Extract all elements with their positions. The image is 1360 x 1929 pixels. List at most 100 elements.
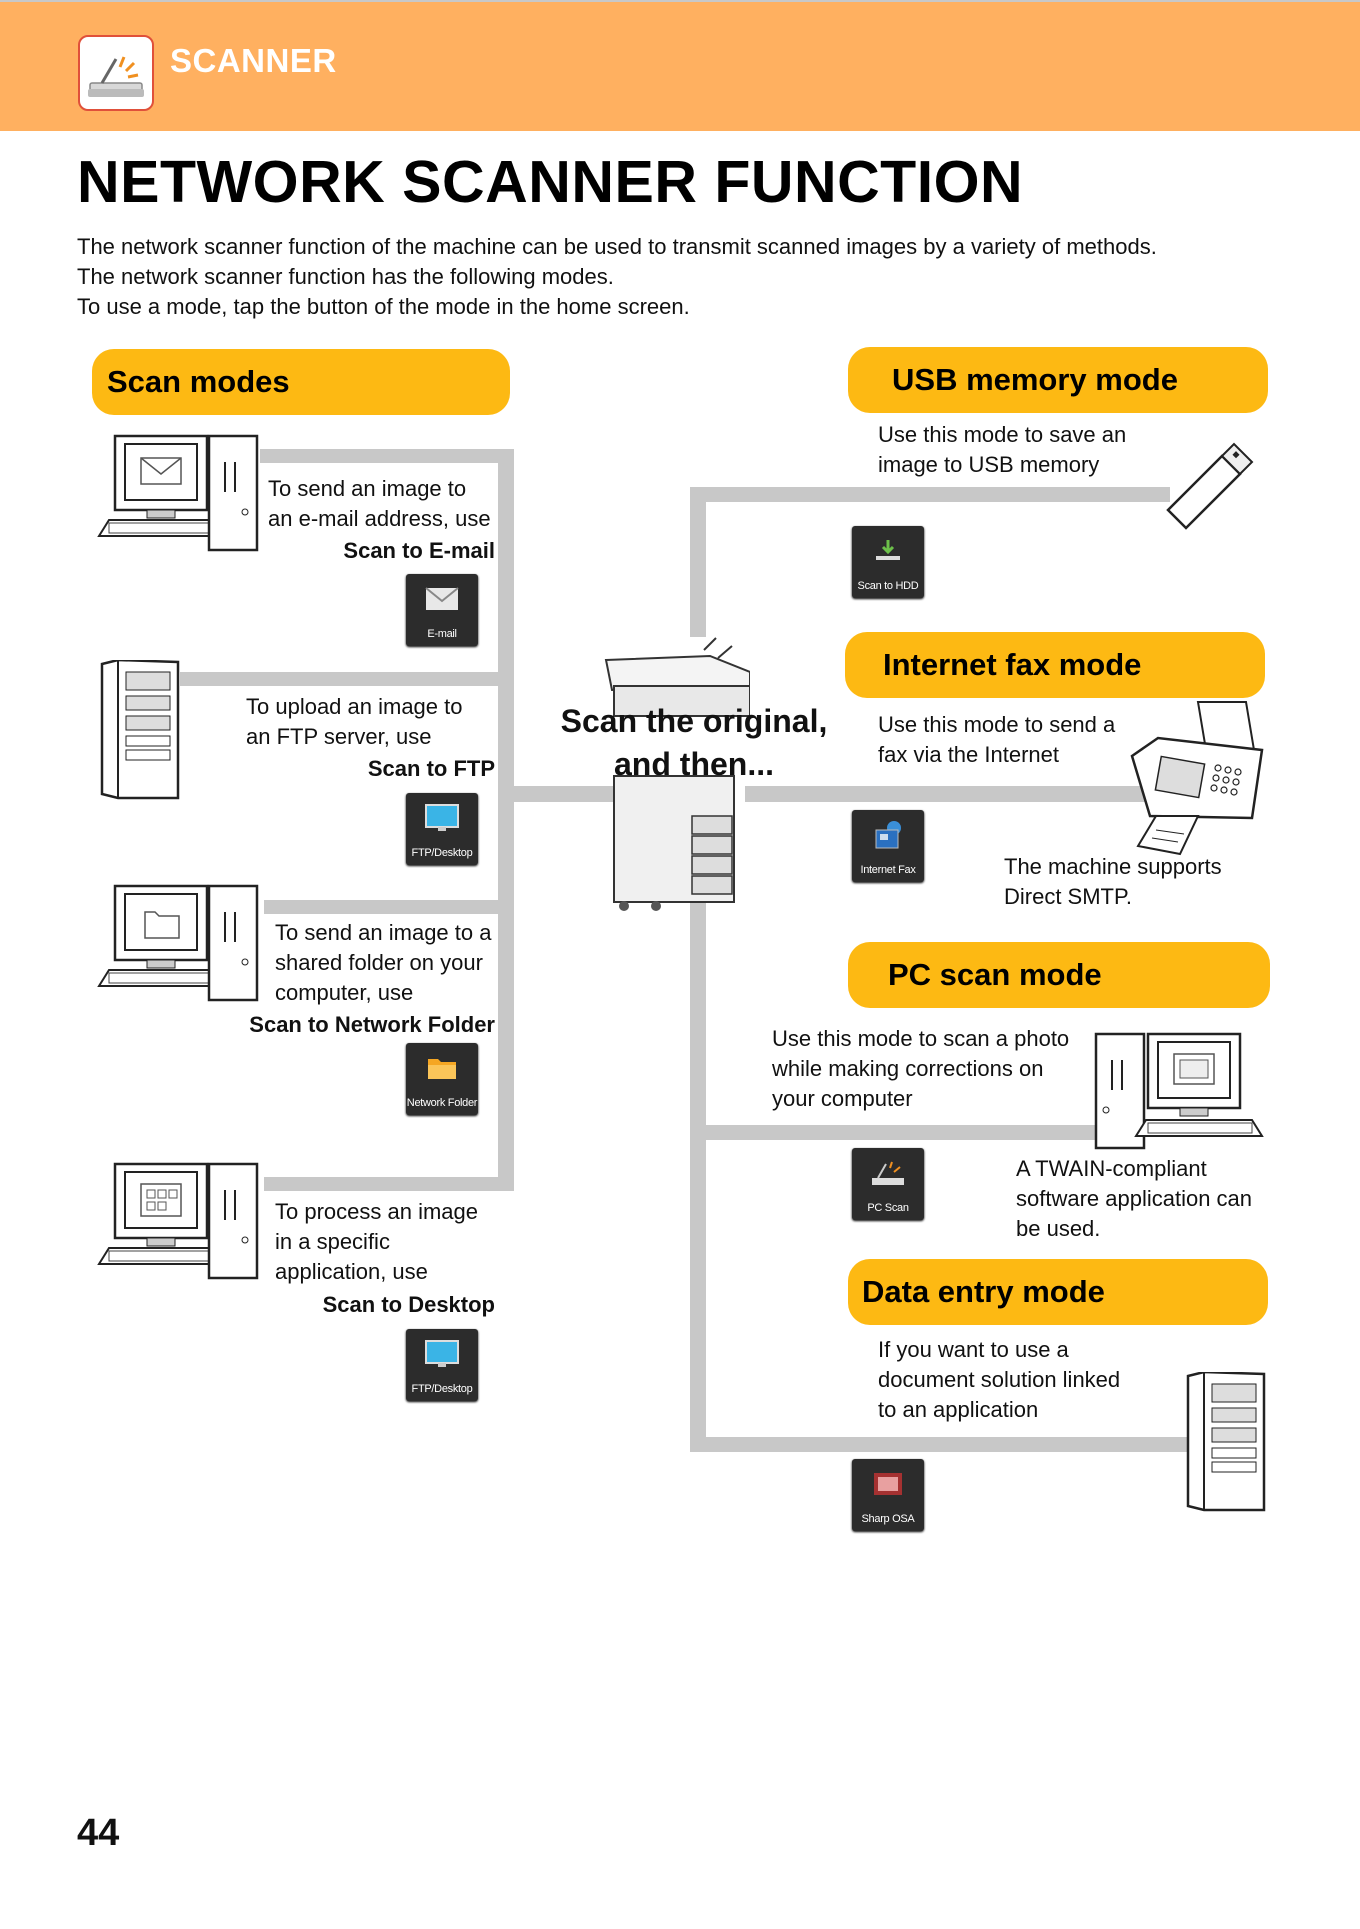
usb-memory-mode-description: Use this mode to save an image to USB me…: [878, 420, 1126, 480]
connector-line: [690, 1437, 1190, 1452]
connector-line: [264, 900, 514, 914]
scan-to-desktop-name: Scan to Desktop: [322, 1292, 495, 1317]
description-line: your computer: [772, 1086, 913, 1111]
data-entry-mode-heading: Data entry mode: [848, 1259, 1268, 1325]
connector-line: [498, 449, 514, 1191]
description-line: an e-mail address, use: [268, 506, 491, 531]
button-label: Scan to HDD: [857, 580, 919, 592]
scan-to-desktop-description: To process an image in a specific applic…: [275, 1197, 478, 1287]
center-text-line: Scan the original,: [560, 703, 828, 739]
description-line: Use this mode to scan a photo: [772, 1026, 1070, 1051]
note-line: software application can: [1016, 1186, 1253, 1211]
description-line: document solution linked: [878, 1367, 1121, 1392]
description-line: To process an image: [275, 1199, 478, 1224]
sharp-osa-button[interactable]: Sharp OSA: [852, 1459, 924, 1531]
button-label: E-mail: [427, 628, 457, 640]
scan-to-network-folder-name: Scan to Network Folder: [249, 1012, 495, 1037]
pc-scan-mode-heading: PC scan mode: [848, 942, 1270, 1008]
folder-icon: [428, 1059, 456, 1079]
description-line: To send an image to: [268, 476, 467, 501]
connector-line: [690, 1125, 1100, 1140]
description-line: To upload an image to: [246, 694, 463, 719]
center-text: Scan the original, and then...: [548, 700, 840, 786]
connector-line: [264, 1177, 514, 1191]
connector-line: [690, 487, 1170, 502]
scan-to-ftp-name: Scan to FTP: [367, 756, 495, 781]
internet-fax-mode-heading: Internet fax mode: [845, 632, 1265, 698]
description-line: fax via the Internet: [878, 742, 1059, 767]
description-line: to an application: [878, 1397, 1039, 1422]
connector-line: [690, 487, 706, 637]
pc-scan-mode-description: Use this mode to scan a photo while maki…: [772, 1024, 1069, 1114]
description-line: shared folder on your: [275, 950, 483, 975]
connector-line: [260, 449, 514, 463]
connector-line: [690, 856, 706, 1452]
computer-application-icon: [95, 1160, 265, 1280]
usb-stick-icon: [1160, 432, 1260, 532]
button-label: Network Folder: [406, 1097, 478, 1109]
section-name: SCANNER: [170, 42, 337, 79]
description-line: computer, use: [275, 980, 414, 1005]
osa-icon: [874, 1473, 902, 1495]
scan-to-network-folder-description: To send an image to a shared folder on y…: [275, 918, 491, 1008]
page-number: 44: [77, 1812, 120, 1854]
ftp-desktop-button[interactable]: FTP/Desktop: [406, 1329, 478, 1401]
data-entry-mode-description: If you want to use a document solution l…: [878, 1335, 1120, 1425]
center-text-line: and then...: [614, 746, 774, 782]
network-folder-button[interactable]: Network Folder: [406, 1043, 478, 1115]
computer-email-icon: [95, 432, 265, 552]
button-label: FTP/Desktop: [411, 1383, 473, 1395]
pc-scan-button[interactable]: PC Scan: [852, 1148, 924, 1220]
scan-modes-heading: Scan modes: [92, 349, 510, 415]
scanner-icon: [872, 1161, 904, 1185]
intro-line: To use a mode, tap the button of the mod…: [77, 294, 690, 319]
description-line: while making corrections on: [772, 1056, 1044, 1081]
description-line: Use this mode to save an: [878, 422, 1127, 447]
scan-to-email-description: To send an image to an e-mail address, u…: [268, 474, 491, 534]
server-icon: [1186, 1370, 1266, 1512]
note-line: A TWAIN-compliant: [1016, 1156, 1207, 1181]
fax-machine-icon: [1128, 698, 1266, 858]
multifunction-printer-icon: [600, 636, 751, 912]
scan-to-hdd-button[interactable]: Scan to HDD: [852, 526, 924, 598]
pc-scan-note: A TWAIN-compliant software application c…: [1016, 1154, 1252, 1244]
description-line: Use this mode to send a: [878, 712, 1116, 737]
connector-line: [498, 786, 618, 802]
download-icon: [876, 540, 900, 560]
page-header: [0, 0, 1360, 131]
internet-fax-note: The machine supports Direct SMTP.: [1004, 852, 1222, 912]
monitor-icon: [425, 1340, 459, 1367]
intro-line: The network scanner function of the mach…: [77, 234, 1157, 259]
button-label: Internet Fax: [860, 864, 916, 876]
scanner-icon: [78, 35, 154, 111]
note-line: The machine supports: [1004, 854, 1222, 879]
button-label: Sharp OSA: [861, 1513, 915, 1525]
computer-folder-icon: [95, 882, 265, 1002]
ftp-desktop-button[interactable]: FTP/Desktop: [406, 793, 478, 865]
page-title: NETWORK SCANNER FUNCTION: [77, 149, 1024, 215]
intro-line: The network scanner function has the fol…: [77, 264, 614, 289]
computer-scan-icon: [1092, 1030, 1266, 1154]
scan-to-ftp-description: To upload an image to an FTP server, use: [246, 692, 463, 752]
monitor-icon: [425, 804, 459, 831]
note-line: Direct SMTP.: [1004, 884, 1132, 909]
description-line: If you want to use a: [878, 1337, 1069, 1362]
connector-line: [180, 672, 514, 686]
description-line: application, use: [275, 1259, 428, 1284]
description-line: To send an image to a: [275, 920, 492, 945]
description-line: an FTP server, use: [246, 724, 432, 749]
envelope-icon: [425, 587, 459, 610]
internet-fax-mode-description: Use this mode to send a fax via the Inte…: [878, 710, 1115, 770]
button-label: FTP/Desktop: [411, 847, 473, 859]
server-icon: [100, 658, 180, 800]
description-line: image to USB memory: [878, 452, 1100, 477]
connector-line: [745, 786, 1165, 802]
internet-fax-button[interactable]: Internet Fax: [852, 810, 924, 882]
email-button[interactable]: E-mail: [406, 574, 478, 646]
internet-fax-icon: [875, 821, 901, 849]
scan-to-email-name: Scan to E-mail: [343, 538, 495, 563]
note-line: be used.: [1016, 1216, 1101, 1241]
description-line: in a specific: [275, 1229, 390, 1254]
button-label: PC Scan: [867, 1202, 909, 1214]
usb-memory-mode-heading: USB memory mode: [848, 347, 1268, 413]
